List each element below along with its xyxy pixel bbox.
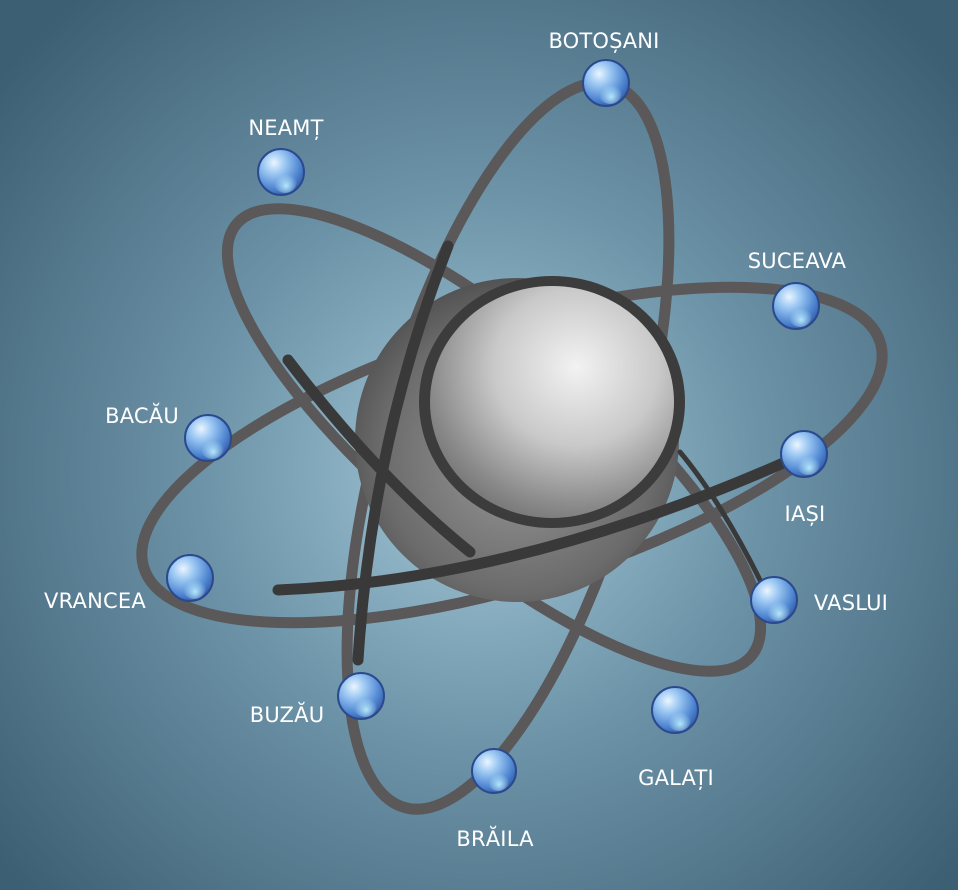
labels: BOTOȘANI NEAMȚ SUCEAVA BACĂU IAȘI VRANCE…: [44, 29, 888, 851]
label-bacau: BACĂU: [105, 402, 179, 428]
label-vaslui: VASLUI: [814, 591, 888, 615]
label-galati: GALAȚI: [638, 766, 714, 790]
label-botosani: BOTOȘANI: [548, 29, 659, 53]
orbit-front-tilted-right: [272, 454, 796, 596]
electron-vaslui: [750, 576, 798, 624]
electron-iasi: [780, 430, 828, 478]
orbits-front: [272, 240, 796, 666]
orbit-front-thin: [677, 449, 763, 583]
label-neamt: NEAMȚ: [248, 116, 323, 140]
electron-suceava: [772, 282, 820, 330]
nucleus: [355, 276, 685, 602]
orbit-front-tilted-left: [282, 354, 476, 558]
electron-galati: [651, 686, 699, 734]
label-buzau: BUZĂU: [250, 701, 325, 727]
label-braila: BRĂILA: [456, 825, 534, 851]
label-suceava: SUCEAVA: [748, 249, 847, 273]
electrons: [166, 59, 828, 794]
electron-neamt: [257, 148, 305, 196]
electron-buzau: [337, 672, 385, 720]
electron-bacau: [184, 414, 232, 462]
label-iasi: IAȘI: [785, 502, 826, 526]
nucleus-cap: [430, 286, 674, 518]
electron-botosani: [582, 59, 630, 107]
electron-braila: [471, 748, 517, 794]
orbit-front-vertical: [352, 240, 454, 666]
label-vrancea: VRANCEA: [44, 589, 146, 613]
electron-vrancea: [166, 554, 214, 602]
